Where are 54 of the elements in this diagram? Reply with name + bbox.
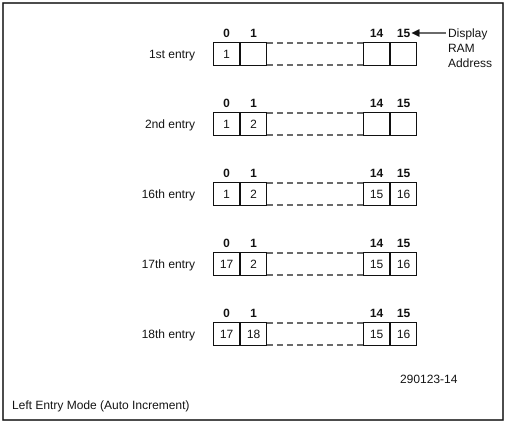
memory-cell: 18 [240,322,267,346]
column-number: 0 [222,96,231,110]
axis-caption: Display RAM Address [448,26,500,71]
column-number: 14 [368,166,384,180]
arrow [412,29,446,37]
column-number: 0 [222,306,231,320]
dashed-line [267,64,363,66]
dashed-line [267,344,363,346]
memory-cell: 15 [363,182,390,206]
dashed-line [267,134,363,136]
memory-cell: 16 [390,252,417,276]
column-number: 14 [368,306,384,320]
memory-cell: 1 [213,42,240,66]
memory-cell: 17 [213,322,240,346]
row-label: 1st entry [148,47,195,61]
column-number: 1 [249,96,258,110]
dashed-line [267,274,363,276]
dashed-line [267,182,363,184]
caption: Left Entry Mode (Auto Increment) [12,398,190,412]
column-number: 0 [222,236,231,250]
row-label: 2nd entry [144,117,195,131]
memory-cell: 1 [213,112,240,136]
column-number: 1 [249,166,258,180]
memory-cell: 17 [213,252,240,276]
memory-cell: 2 [240,252,267,276]
column-number: 0 [222,26,231,40]
dashed-line [267,42,363,44]
column-number: 15 [396,96,412,110]
dashed-line [267,252,363,254]
memory-cell: 16 [390,322,417,346]
column-number: 15 [396,306,412,320]
column-number: 15 [390,26,417,40]
dashed-line [267,112,363,114]
column-number: 14 [368,96,384,110]
column-number: 1 [249,26,258,40]
dashed-line [267,204,363,206]
column-number: 14 [368,236,384,250]
memory-cell: 15 [363,322,390,346]
row-label: 18th entry [140,327,195,341]
column-number: 0 [222,166,231,180]
memory-cell: 2 [240,182,267,206]
dashed-line [267,322,363,324]
column-number: 15 [396,236,412,250]
column-number: 1 [249,306,258,320]
memory-cell: 15 [363,252,390,276]
column-number: 1 [249,236,258,250]
column-number: 14 [368,26,384,40]
memory-cell: 16 [390,182,417,206]
memory-cell: 2 [240,112,267,136]
row-label: 16th entry [140,187,195,201]
figure-number: 290123-14 [400,372,458,386]
memory-cell: 1 [213,182,240,206]
column-number: 15 [396,166,412,180]
row-label: 17th entry [140,257,195,271]
